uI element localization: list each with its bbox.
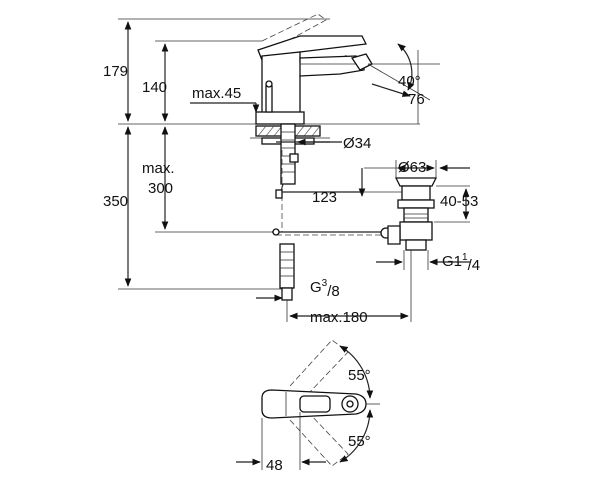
label-76: 76 [408,91,425,108]
supply-hose [279,243,295,301]
label-179: 179 [103,63,128,80]
label-dia34: Ø34 [343,135,371,152]
lever-raised-outline [261,13,327,46]
label-dia63: Ø63 [398,159,426,176]
label-123: 123 [312,189,337,206]
label-angle-55-bottom: 55° [348,433,371,450]
dimension-labels: 179 140 max.45 40° 76 Ø34 max. 300 Ø63 1… [103,63,480,474]
lever-rotated-upper [289,339,349,395]
label-140: 140 [142,79,167,96]
faucet-top-view [261,339,380,467]
waste-drain-assembly [387,177,438,251]
label-48: 48 [266,457,283,474]
label-350: 350 [103,193,128,210]
label-g114: G11/4 [442,252,480,274]
threaded-shank [276,123,342,185]
label-max180: max.180 [310,309,368,326]
label-40-53: 40-53 [440,193,478,210]
spout [299,55,365,77]
faucet-side-view [255,35,373,125]
label-300: 300 [148,180,173,197]
dim-76-leader [371,83,411,97]
label-max: max. [142,160,175,177]
angle-arc-55-top [339,345,374,399]
label-max45: max.45 [192,85,241,102]
angle-arc-55-bottom [339,409,374,463]
label-g38: G3/8 [310,278,340,300]
angle-40-dimension [367,43,440,124]
label-angle-40: 40° [398,73,421,90]
pop-up-rod [265,85,273,113]
drain-cap [394,177,438,187]
lever-rotated-lower [289,411,349,467]
base-flange [255,111,305,125]
label-angle-55-top: 55° [348,367,371,384]
